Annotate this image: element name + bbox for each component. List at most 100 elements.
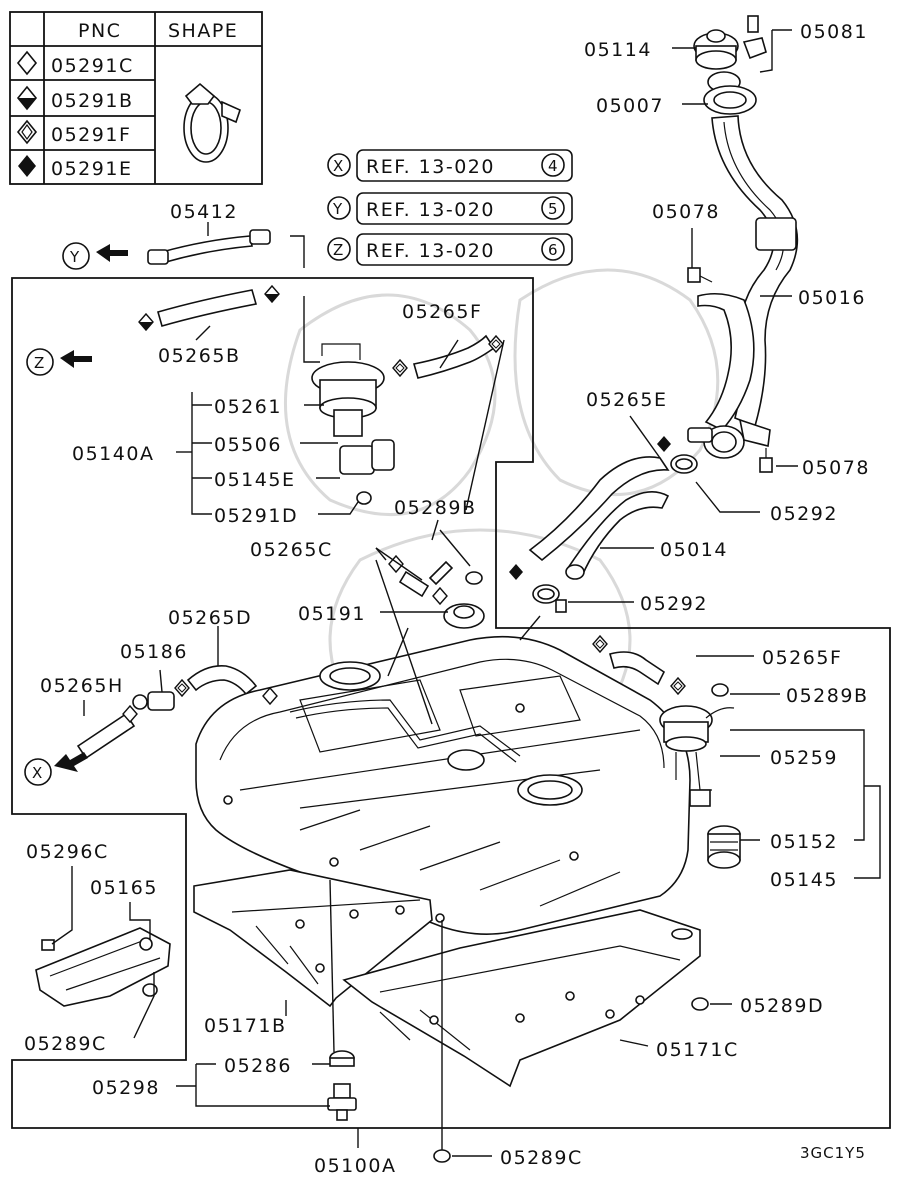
- legend-header-shape: SHAPE: [168, 20, 238, 42]
- reference-list: X REF. 13-020 4 Y REF. 13-020 5 Z REF. 1…: [327, 149, 573, 266]
- hose-05265F-right: [609, 651, 666, 686]
- tank-sender-opening: [517, 774, 583, 806]
- legend-pnc-1: 05291C: [51, 55, 134, 77]
- skid-plate-05171C: [342, 909, 701, 1088]
- ref-num-y: 5: [548, 200, 559, 218]
- part-labels: 05114 05081 05007 05078 05016 05078 0541…: [24, 21, 870, 1177]
- label-05298: 05298: [92, 1077, 160, 1099]
- tank-vapor-lines: [289, 699, 521, 763]
- filler-neck-pipe: [711, 115, 799, 428]
- filler-mouth: [703, 71, 757, 115]
- label-05165: 05165: [90, 877, 158, 899]
- legend-pnc-2: 05291B: [51, 90, 133, 112]
- label-05506: 05506: [214, 434, 282, 456]
- breather-pipe: [697, 292, 755, 431]
- hose-clamp-05292-upper: [670, 454, 698, 474]
- label-05078-upper: 05078: [652, 201, 720, 223]
- label-05014: 05014: [660, 539, 728, 561]
- label-05081: 05081: [800, 21, 868, 43]
- legend-table: PNC SHAPE 05291C 05291B 05291F 05291E: [9, 11, 263, 185]
- arrow-marker-z: Z: [34, 354, 45, 372]
- clip-symbols: [122, 284, 686, 724]
- label-05261: 05261: [214, 396, 282, 418]
- ref-text-z: REF. 13-020: [366, 240, 495, 262]
- filter-05152: [707, 825, 741, 869]
- ref-marker-x: X: [333, 157, 344, 175]
- reference-x: X REF. 13-020 4: [327, 149, 573, 182]
- direction-arrow-y: Y: [62, 242, 128, 270]
- fuel-sender-05259: [659, 705, 735, 807]
- ref-text-y: REF. 13-020: [366, 199, 495, 221]
- hose-05265D: [186, 664, 258, 696]
- leader-lines: [51, 29, 881, 1157]
- vapor-hose-05265F-top: [412, 334, 496, 379]
- bolt-05078-upper: [687, 267, 713, 283]
- label-05007: 05007: [596, 95, 664, 117]
- label-05289D: 05289D: [740, 995, 824, 1017]
- arrow-marker-y: Y: [69, 248, 80, 266]
- label-05265F-right: 05265F: [762, 647, 842, 669]
- hose-05265C: [398, 560, 454, 598]
- hose-05265H: [76, 712, 136, 760]
- label-05265H: 05265H: [40, 675, 124, 697]
- label-05145: 05145: [770, 869, 838, 891]
- legend-header-pnc: PNC: [78, 20, 121, 42]
- label-05412: 05412: [170, 201, 238, 223]
- hose-clamp-shape-drawing: [183, 82, 241, 163]
- label-05265E: 05265E: [586, 389, 667, 411]
- label-05289B-top: 05289B: [394, 497, 476, 519]
- label-05296C: 05296C: [26, 841, 109, 863]
- label-05016: 05016: [798, 287, 866, 309]
- label-05171B: 05171B: [204, 1015, 286, 1037]
- label-05145E: 05145E: [214, 469, 295, 491]
- reference-y: Y REF. 13-020 5: [327, 192, 573, 225]
- fuel-cap: [693, 29, 739, 70]
- diamond-filled-icon: [18, 155, 36, 177]
- vapor-hose-05265B: [157, 289, 258, 327]
- ref-num-x: 4: [548, 157, 559, 175]
- tank-pump-opening: [319, 661, 381, 691]
- reference-z: Z REF. 13-020 6: [327, 233, 573, 266]
- nut-05289B-right: [711, 683, 729, 697]
- cushion-05286: [329, 1050, 355, 1067]
- label-05292-upper: 05292: [770, 503, 838, 525]
- label-05286: 05286: [224, 1055, 292, 1077]
- label-05114: 05114: [584, 39, 652, 61]
- arrow-marker-x: X: [32, 764, 43, 782]
- legend-pnc-4: 05291E: [51, 158, 132, 180]
- fuel-pump-module-05140A: [311, 343, 395, 505]
- neck-outlet: [687, 418, 771, 459]
- diamond-half-filled-icon: [16, 85, 38, 111]
- bolt-05298: [327, 1083, 357, 1121]
- direction-arrow-x: X: [24, 752, 88, 786]
- label-05078-lower: 05078: [802, 457, 870, 479]
- fuel-tank-05100A: [195, 635, 691, 935]
- diamond-outline-icon: [16, 50, 38, 76]
- nut-05289C-bottom: [433, 1149, 451, 1163]
- ref-num-z: 6: [548, 241, 559, 259]
- fill-hose-05014: [565, 491, 670, 580]
- direction-arrow-z: Z: [26, 348, 92, 376]
- filler-neck-assembly: [687, 15, 799, 473]
- label-05152: 05152: [770, 831, 838, 853]
- ref-marker-y: Y: [332, 200, 343, 218]
- label-05140A: 05140A: [72, 443, 154, 465]
- ref-marker-z: Z: [333, 241, 344, 259]
- nut-05289C-left: [142, 983, 158, 997]
- pump-retainer-05191: [443, 603, 485, 629]
- label-05265C: 05265C: [250, 539, 333, 561]
- legend-pnc-3: 05291F: [51, 124, 131, 146]
- diagram-code: 3GC1Y5: [800, 1144, 866, 1162]
- grommet-05291D: [356, 491, 372, 505]
- pump-connector-05145E: [339, 439, 395, 475]
- assembly-frames: [11, 277, 891, 1129]
- label-05291D: 05291D: [214, 505, 298, 527]
- label-05289C-left: 05289C: [24, 1033, 107, 1055]
- nut-05289D: [691, 997, 709, 1011]
- label-05265D: 05265D: [168, 607, 252, 629]
- nut-05289B-top: [465, 571, 483, 585]
- label-05292-middle: 05292: [640, 593, 708, 615]
- label-05186: 05186: [120, 641, 188, 663]
